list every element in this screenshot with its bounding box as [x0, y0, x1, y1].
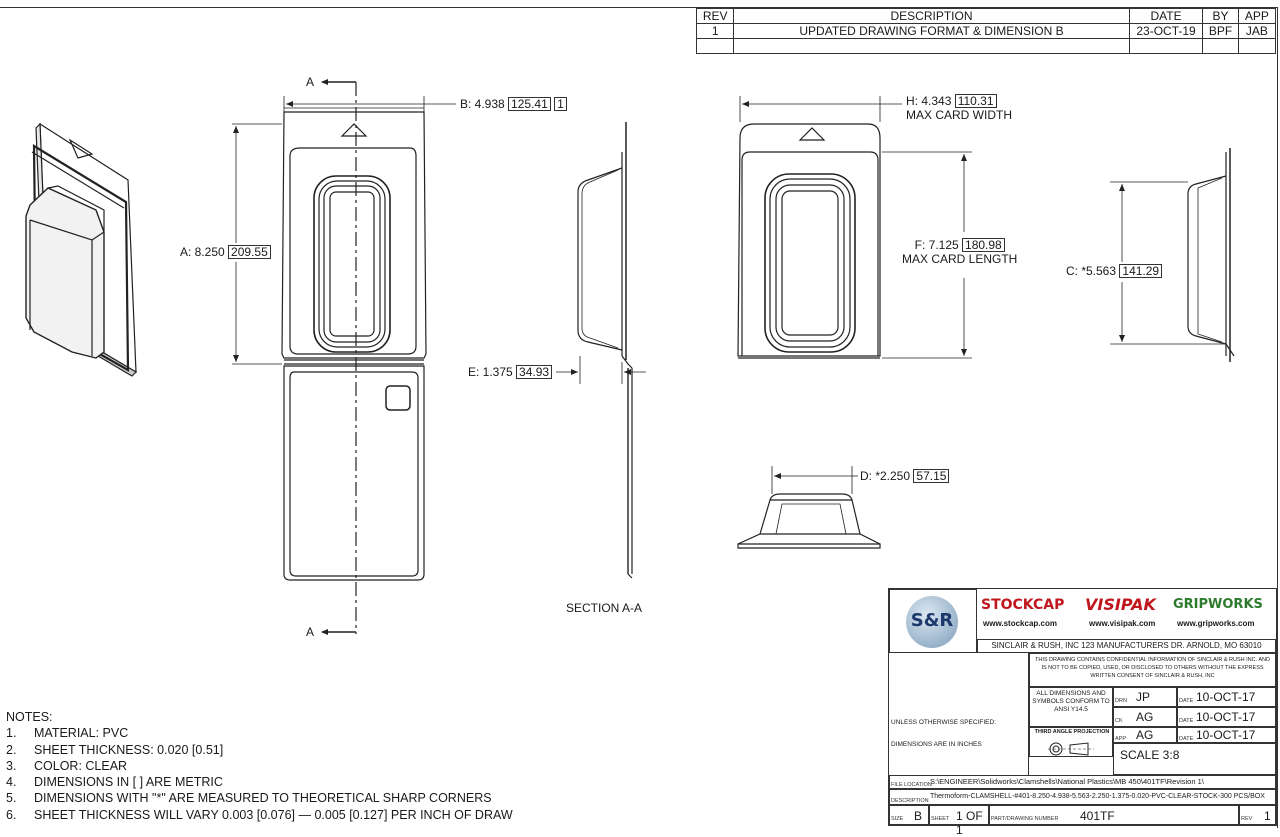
visipak-logo: VISIPAK: [1085, 595, 1156, 614]
sheet-size: SIZE B: [889, 805, 929, 825]
sheet-number: SHEET 1 OF 1: [929, 805, 989, 837]
drawing-frame: [0, 7, 1278, 828]
revision-table: REV DESCRIPTION DATE BY APP 1 UPDATED DR…: [695, 8, 1277, 54]
third-angle-projection: THIRD ANGLE PROJECTION: [1029, 727, 1113, 757]
section-view: [556, 122, 646, 579]
note-item: 6.SHEET THICKNESS WILL VARY 0.003 [0.076…: [6, 807, 513, 822]
drawn-date: DATE 10-OCT-17: [1177, 687, 1276, 707]
revision-empty-row: [695, 38, 1277, 54]
app-cell: JAB: [1237, 23, 1277, 39]
note-item: 5.DIMENSIONS WITH "*" ARE MEASURED TO TH…: [6, 791, 492, 806]
tolerance-cell: UNLESS OTHERWISE SPECIFIED: DIMENSIONS A…: [889, 653, 1029, 775]
dimension-d: D: *2.250 57.15: [860, 469, 950, 483]
revision-flag: 1: [554, 97, 567, 111]
dimension-a: A: 8.250 209.55: [180, 245, 271, 259]
notes-title: NOTES:: [6, 710, 53, 724]
dimension-e: E: 1.375 34.93: [468, 365, 553, 379]
section-label: SECTION A-A: [566, 601, 643, 615]
isometric-view: [25, 122, 137, 377]
checked-date: DATE 10-OCT-17: [1177, 707, 1276, 727]
drawing-revision: REV 1: [1239, 805, 1276, 825]
scale: SCALE 3:8: [1113, 743, 1276, 775]
description-cell: UPDATED DRAWING FORMAT & DIMENSION B: [733, 23, 1130, 39]
gripworks-logo: GRIPWORKS: [1173, 597, 1263, 612]
dimension-b: B: 4.938 125.41 1: [460, 97, 567, 111]
file-location: FILE LOCATION S:\ENGINEER\Solidworks\Cla…: [889, 775, 1276, 789]
section-marker-top: A: [306, 75, 315, 89]
projection-symbol-icon: [1048, 742, 1094, 756]
date-header: DATE: [1128, 8, 1204, 24]
company-logo: [906, 596, 958, 648]
note-item: 4.DIMENSIONS IN [ ] ARE METRIC: [6, 775, 223, 790]
drawing-number: PART/DRAWING NUMBER 401TF: [989, 805, 1239, 825]
dimension-c: C: *5.563 141.29: [1066, 264, 1163, 278]
approved-date: DATE 10-OCT-17: [1177, 727, 1276, 743]
part-description: DESCRIPTION Thermoform-CLAMSHELL-#401-8.…: [889, 789, 1276, 805]
revision-row: 1 UPDATED DRAWING FORMAT & DIMENSION B 2…: [695, 23, 1277, 39]
note-item: 3.COLOR: CLEAR: [6, 758, 128, 773]
section-marker-bottom: A: [306, 625, 315, 639]
logo-cell: S&R: [889, 589, 977, 653]
bottom-view: [737, 466, 881, 549]
drawn-by: DRN JP: [1113, 687, 1177, 707]
title-block: S&R STOCKCAP VISIPAK GRIPWORKS www.stock…: [888, 588, 1277, 837]
rev-header: REV: [695, 8, 735, 24]
approved-by: APP AG: [1113, 727, 1177, 743]
stockcap-logo: STOCKCAP: [981, 597, 1065, 613]
note-item: 1.MATERIAL: PVC: [6, 726, 129, 741]
company-address: SINCLAIR & RUSH, INC 123 MANUFACTURERS D…: [977, 639, 1276, 653]
notes: NOTES: 1.MATERIAL: PVC 2.SHEET THICKNESS…: [6, 709, 513, 823]
ansi-note: ALL DIMENSIONS AND SYMBOLS CONFORM TO AN…: [1029, 687, 1113, 727]
revision-header-row: REV DESCRIPTION DATE BY APP: [695, 8, 1277, 24]
note-item: 2.SHEET THICKNESS: 0.020 [0.51]: [6, 742, 224, 757]
confidential-notice: THIS DRAWING CONTAINS CONFIDENTIAL INFOR…: [1029, 653, 1276, 687]
side-view: [1110, 148, 1235, 362]
by-cell: BPF: [1202, 23, 1239, 39]
brands: STOCKCAP VISIPAK GRIPWORKS www.stockcap.…: [981, 595, 1263, 628]
card-view: [737, 96, 972, 359]
checked-by: CK AG: [1113, 707, 1177, 727]
date-cell: 23-OCT-19: [1128, 23, 1204, 39]
front-view: [232, 79, 456, 635]
